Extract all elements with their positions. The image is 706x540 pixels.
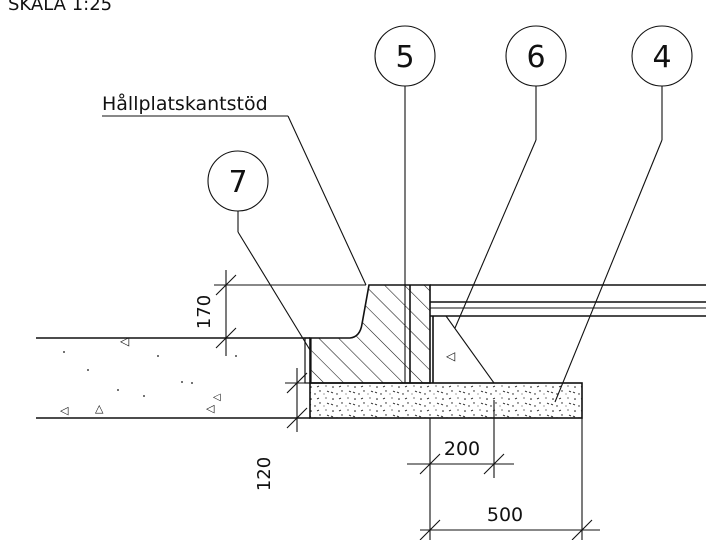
dimension-120-label: 120 — [254, 457, 275, 491]
dimension-170: 170 — [194, 270, 366, 356]
component-label-leader — [287, 115, 367, 286]
callout-5-number: 5 — [395, 40, 414, 75]
dimension-120: 120 — [254, 368, 310, 491]
svg-text:△: △ — [95, 402, 104, 415]
callout-6: 6 — [505, 25, 567, 87]
callout-6-number: 6 — [526, 40, 545, 75]
dimension-200-label: 200 — [444, 438, 480, 460]
callout-4: 4 — [631, 25, 693, 87]
dimension-500: 500 — [419, 418, 600, 540]
dimension-200: 200 — [407, 400, 514, 540]
kerb-stone — [309, 284, 431, 384]
svg-text:◁: ◁ — [206, 402, 215, 415]
callout-7: 7 — [207, 150, 269, 212]
callout-7-leader-b — [237, 231, 311, 351]
callout-6-leader-b — [454, 139, 537, 329]
callout-7-number: 7 — [228, 165, 247, 200]
callout-4-number: 4 — [652, 40, 671, 75]
dimension-500-label: 500 — [487, 504, 523, 526]
svg-text:◁: ◁ — [60, 404, 69, 417]
svg-text:◁: ◁ — [119, 334, 129, 348]
callout-4-leader-b — [554, 139, 663, 403]
fill-material: ◁ — [432, 315, 495, 384]
left-ground-layer: ◁ △ ◁ ◁ ◁ — [36, 334, 310, 419]
scale-label: SKALA 1:25 — [8, 0, 112, 15]
svg-text:◁: ◁ — [445, 349, 455, 363]
concrete-foundation — [309, 382, 583, 419]
component-label: Hållplatskantstöd — [102, 92, 268, 115]
svg-text:◁: ◁ — [213, 392, 221, 403]
platform-surface — [430, 284, 706, 317]
callout-5: 5 — [374, 25, 436, 87]
dimension-170-label: 170 — [194, 295, 215, 329]
